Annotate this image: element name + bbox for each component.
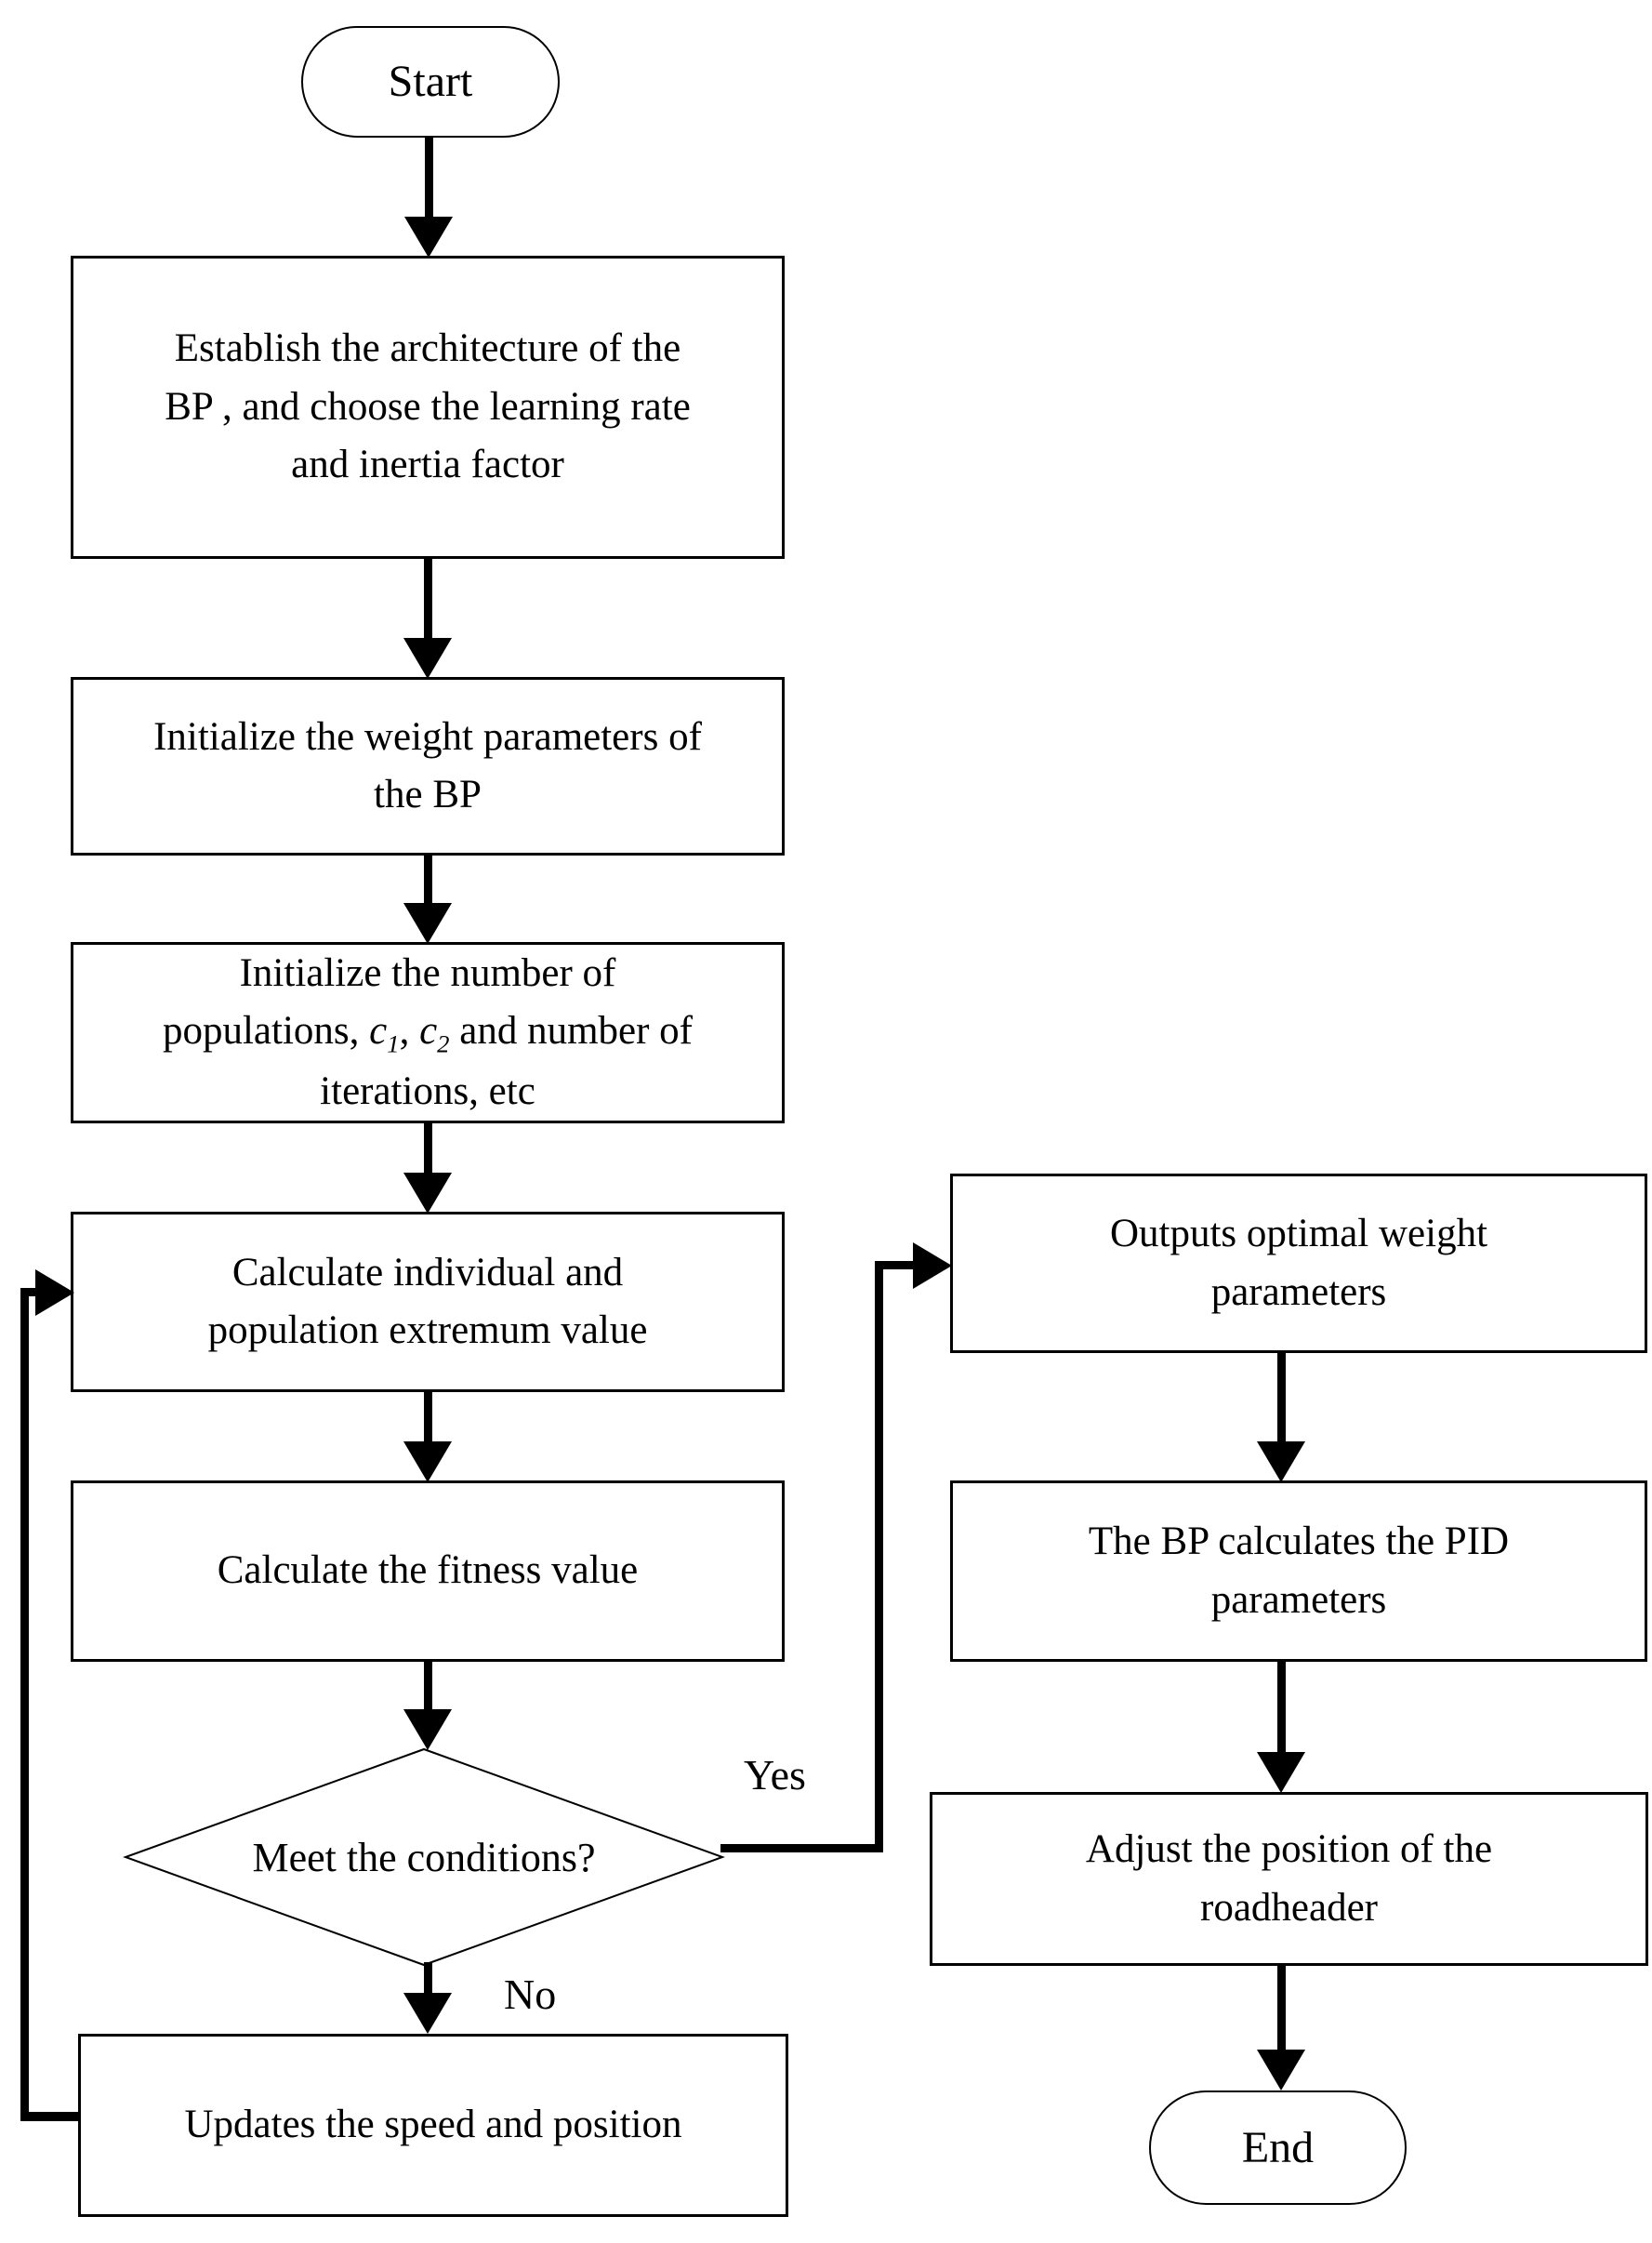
- arrowhead-fitness-condition-icon: [403, 1709, 452, 1750]
- arrowhead-start-establish-icon: [404, 217, 453, 258]
- node-update-speed-position: Updates the speed and position: [78, 2034, 788, 2217]
- establish-line-1: Establish the architecture of the: [174, 326, 681, 371]
- outputs-line-2: parameters: [1210, 1269, 1387, 1314]
- initpso-line-2: populations, c1, c2 and number of: [163, 1002, 693, 1062]
- connector-no-vertical: [424, 1962, 432, 2001]
- arrowhead-establish-initweights-icon: [403, 638, 452, 679]
- bppid-line-1: The BP calculates the PID: [1088, 1520, 1510, 1564]
- initweights-line-1: Initialize the weight parameters of: [153, 714, 702, 759]
- initpso-line2-suffix: and number of: [449, 1009, 694, 1054]
- outputs-line-1: Outputs optimal weight: [1109, 1212, 1488, 1256]
- establish-line-3: and inertia factor: [291, 443, 564, 487]
- node-calc-extremum: Calculate individual and population extr…: [71, 1212, 785, 1392]
- connector-establish-initweights: [424, 557, 432, 643]
- connector-loop-riser: [20, 1288, 29, 2121]
- no-edge-label: No: [504, 1971, 557, 2018]
- connector-yes-riser: [875, 1261, 883, 1852]
- node-initialize-pso-params: Initialize the number of populations, c1…: [71, 942, 785, 1123]
- arrowhead-extremum-fitness-icon: [403, 1441, 452, 1482]
- initpso-c1-variable: c: [369, 1009, 388, 1054]
- arrowhead-bppid-adjust-icon: [1257, 1752, 1305, 1793]
- connector-yes-into-outputs: [878, 1261, 917, 1269]
- connector-yes-horizontal: [720, 1844, 880, 1852]
- bppid-line-2: parameters: [1210, 1577, 1387, 1622]
- fitness-line-1: Calculate the fitness value: [217, 1548, 639, 1593]
- node-start-label: Start: [388, 57, 473, 107]
- extremum-line-2: population extremum value: [207, 1308, 648, 1352]
- node-initialize-weights: Initialize the weight parameters of the …: [71, 677, 785, 856]
- connector-start-establish: [425, 136, 433, 223]
- connector-initpso-extremum: [424, 1122, 432, 1179]
- connector-extremum-fitness: [424, 1390, 432, 1448]
- connector-fitness-condition: [424, 1660, 432, 1716]
- node-establish-architecture: Establish the architecture of the BP , a…: [71, 256, 785, 559]
- node-calc-fitness: Calculate the fitness value: [71, 1480, 785, 1662]
- initpso-separator: ,: [399, 1009, 420, 1054]
- establish-line-2: BP , and choose the learning rate: [165, 384, 691, 429]
- arrowhead-outputs-bppid-icon: [1257, 1441, 1305, 1482]
- connector-outputs-bppid: [1277, 1351, 1286, 1448]
- node-adjust-roadheader: Adjust the position of the roadheader: [930, 1792, 1648, 1966]
- node-end-label: End: [1241, 2122, 1315, 2172]
- adjust-line-1: Adjust the position of the: [1085, 1827, 1493, 1872]
- arrowhead-initweights-initpso-icon: [403, 903, 452, 944]
- extremum-line-1: Calculate individual and: [231, 1250, 624, 1294]
- arrowhead-no-updates-icon: [403, 1993, 452, 2034]
- update-line-1: Updates the speed and position: [184, 2103, 682, 2147]
- arrowhead-adjust-end-icon: [1257, 2050, 1305, 2090]
- initpso-c1-subscript: 1: [387, 1029, 400, 1058]
- initpso-line-1: Initialize the number of: [239, 951, 616, 996]
- node-bp-calculates-pid: The BP calculates the PID parameters: [950, 1480, 1647, 1662]
- initweights-line-2: the BP: [374, 773, 482, 816]
- node-end: End: [1149, 2090, 1407, 2205]
- node-condition-decision: Meet the conditions?: [123, 1746, 725, 1968]
- adjust-line-2: roadheader: [1200, 1885, 1378, 1930]
- condition-label: Meet the conditions?: [252, 1834, 596, 1880]
- initpso-line2-prefix: populations,: [162, 1009, 370, 1054]
- initpso-c2-subscript: 2: [437, 1029, 450, 1058]
- arrowhead-initpso-extremum-icon: [403, 1173, 452, 1214]
- initpso-c2-variable: c: [419, 1009, 438, 1054]
- arrowhead-loop-extremum-icon: [35, 1269, 74, 1316]
- node-output-weights: Outputs optimal weight parameters: [950, 1174, 1647, 1353]
- yes-edge-label: Yes: [744, 1751, 806, 1798]
- node-start: Start: [301, 26, 560, 138]
- initpso-line-3: iterations, etc: [320, 1068, 535, 1113]
- connector-loop-into-extremum: [23, 1288, 44, 1296]
- connector-bppid-adjust: [1277, 1660, 1286, 1755]
- arrowhead-yes-outputs-icon: [913, 1242, 952, 1289]
- connector-initweights-initpso: [424, 854, 432, 909]
- connector-loop-out: [20, 2112, 80, 2121]
- connector-adjust-end: [1277, 1964, 1286, 2055]
